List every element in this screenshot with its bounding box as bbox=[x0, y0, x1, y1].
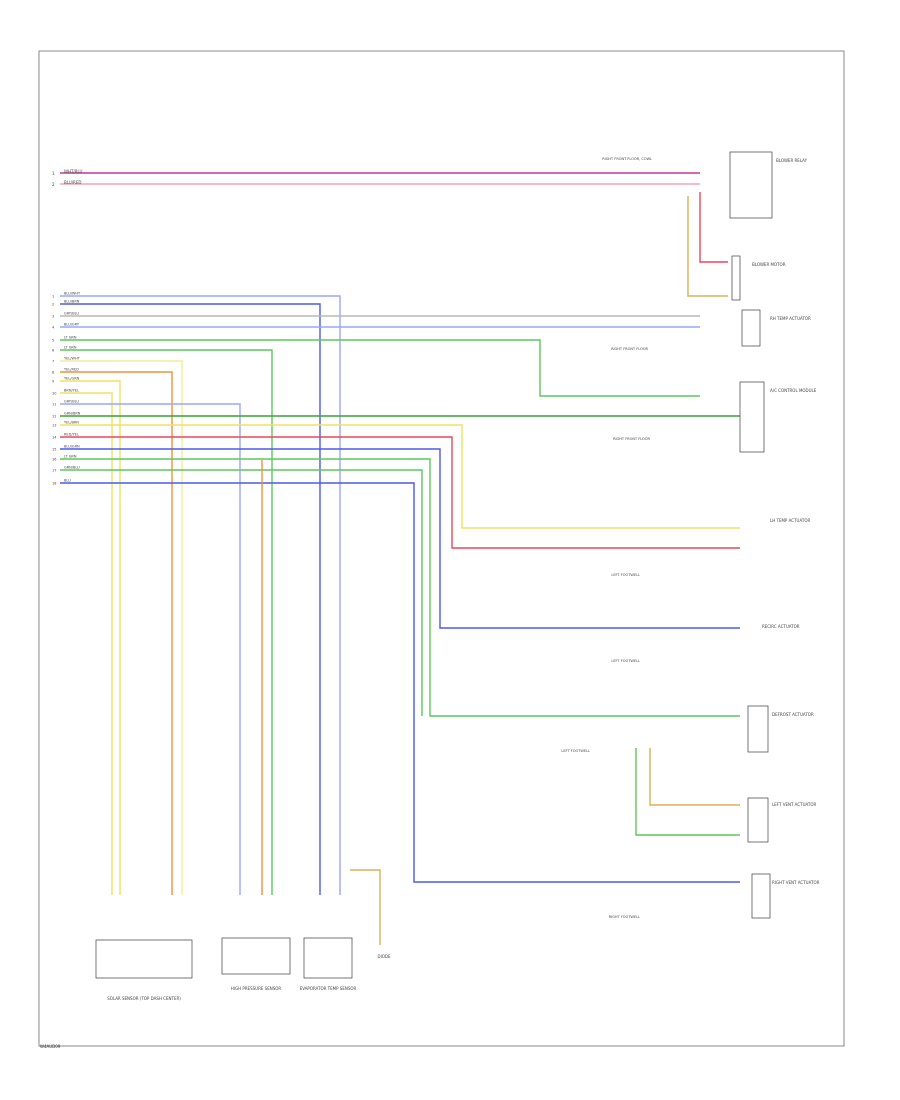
ground-label: LEFT FOOTWELL bbox=[561, 749, 590, 753]
ground-label: RIGHT FRONT FLOOR bbox=[613, 437, 650, 441]
ground-label: RIGHT FRONT FLOOR bbox=[611, 347, 648, 351]
ground-label: RIGHT FRONT FLOOR, COWL bbox=[602, 157, 652, 161]
wire-label: BLU/BRN bbox=[64, 300, 80, 304]
wire-label: BLU/RED bbox=[64, 180, 81, 185]
wire-pin: 8 bbox=[52, 371, 54, 375]
component-label: RECIRC ACTUATOR bbox=[762, 624, 800, 629]
wire-pin: 2 bbox=[52, 182, 55, 187]
component-label: SOLAR SENSOR (TOP DASH CENTER) bbox=[107, 996, 181, 1001]
wire-label: GRY/BLU bbox=[64, 312, 79, 316]
wire-label: LT GRN bbox=[64, 346, 77, 350]
wire-pin: 11 bbox=[52, 403, 56, 407]
diagram-border bbox=[38, 50, 845, 1047]
component-label: DIODE bbox=[377, 954, 390, 959]
defrost-box bbox=[747, 705, 769, 753]
wire-pin: 2 bbox=[52, 303, 54, 307]
component-label: EVAPORATOR TEMP SENSOR bbox=[300, 986, 357, 991]
rh-actuator-box bbox=[741, 309, 761, 347]
wire-label: YEL/WHT bbox=[64, 357, 81, 361]
wire-label: LT GRN bbox=[64, 455, 77, 459]
wire-label: GRN/BLU bbox=[64, 466, 80, 470]
wire-traces bbox=[60, 172, 740, 945]
wire-pin: 1 bbox=[52, 295, 54, 299]
wire-label: BLU/GRN bbox=[64, 445, 80, 449]
wire-pin: 9 bbox=[52, 380, 54, 384]
component-label: BLOWER RELAY bbox=[776, 158, 808, 163]
wire-pin: 17 bbox=[52, 469, 56, 473]
wire-label: BLU bbox=[64, 479, 71, 483]
wire-label: RED/YEL bbox=[64, 433, 79, 437]
wire-pin: 12 bbox=[52, 415, 56, 419]
wire-label: LT GRN bbox=[64, 336, 77, 340]
component-label: LH TEMP ACTUATOR bbox=[770, 518, 810, 523]
component-label: LEFT VENT ACTUATOR bbox=[772, 802, 817, 807]
blower-relay-box bbox=[729, 151, 773, 219]
right-vent-box bbox=[751, 873, 771, 919]
wire-label: YEL/BRN bbox=[64, 421, 79, 425]
ac-module-box bbox=[739, 381, 765, 453]
wire-pin: 7 bbox=[52, 360, 54, 364]
ground-label: RIGHT FOOTWELL bbox=[609, 915, 640, 919]
component-label: DEFROST ACTUATOR bbox=[772, 712, 814, 717]
component-label: RIGHT VENT ACTUATOR bbox=[772, 880, 820, 885]
component-boxes bbox=[95, 151, 773, 979]
wire-pin: 1 bbox=[52, 171, 55, 176]
component-labels: BLOWER RELAY RIGHT FRONT FLOOR, COWL BLOWE… bbox=[107, 157, 819, 1001]
wire-pin: 13 bbox=[52, 424, 56, 428]
wire-pin: 18 bbox=[52, 482, 56, 486]
wire-label: GRY/BLU bbox=[64, 400, 79, 404]
wire-label: BRN/YEL bbox=[64, 389, 79, 393]
component-label: HIGH PRESSURE SENSOR bbox=[231, 986, 282, 991]
component-label: A/C CONTROL MODULE bbox=[770, 388, 817, 393]
wire-pin: 3 bbox=[52, 315, 54, 319]
ground-label: LEFT FOOTWELL bbox=[611, 659, 640, 663]
ground-label: LEFT FOOTWELL bbox=[611, 573, 640, 577]
wire-label: WHT/BLU bbox=[64, 169, 83, 174]
top-wire-labels: 1 WHT/BLU 2 BLU/RED bbox=[52, 169, 83, 187]
wire-pin: 5 bbox=[52, 339, 54, 343]
wire-pin: 6 bbox=[52, 349, 54, 353]
figure-id: W4AUD09 bbox=[40, 1044, 61, 1049]
left-vent-box bbox=[747, 797, 769, 843]
wire-pin: 4 bbox=[52, 326, 55, 330]
sun-sensor-box bbox=[95, 939, 193, 979]
blower-motor-box bbox=[731, 255, 741, 301]
wire-label: YEL/GRN bbox=[64, 377, 80, 381]
wire-label: YEL/RED bbox=[64, 368, 79, 372]
wire-pin: 15 bbox=[52, 448, 56, 452]
wire-pin: 16 bbox=[52, 458, 56, 462]
wire-pin: 14 bbox=[52, 436, 57, 440]
wire-label: BLU/GRY bbox=[64, 323, 80, 327]
wire-pin: 10 bbox=[52, 392, 56, 396]
wire-label: BLU/WHT bbox=[64, 292, 81, 296]
component-label: BLOWER MOTOR bbox=[752, 262, 786, 267]
wire-label: GRN/BRN bbox=[64, 412, 81, 416]
component-label: RH TEMP ACTUATOR bbox=[770, 316, 811, 321]
evaporator-box bbox=[303, 937, 353, 979]
high-pressure-box bbox=[221, 937, 291, 975]
